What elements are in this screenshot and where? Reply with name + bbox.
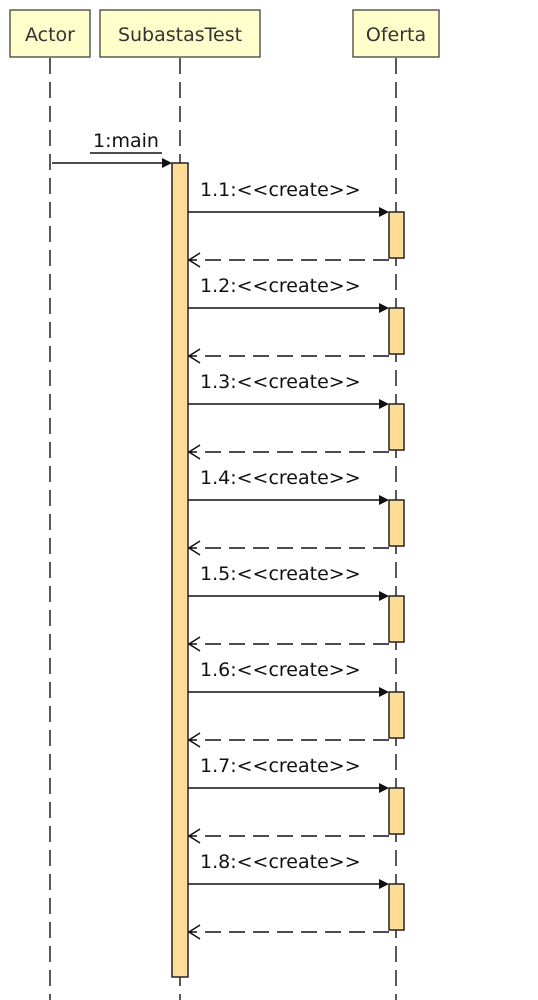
participant-subastastest: SubastasTest: [99, 9, 261, 58]
activation-oferta: [388, 211, 405, 259]
participant-label-subastastest: SubastasTest: [118, 24, 242, 46]
arrowhead-open: [187, 636, 201, 652]
message-label: 1:main: [93, 130, 159, 152]
arrowhead-open: [187, 348, 201, 364]
message-create-2: 1.2:<<create>>: [187, 275, 405, 364]
message-create-6: 1.6:<<create>>: [187, 659, 405, 748]
message-label: 1.8:<<create>>: [200, 851, 361, 873]
message-label: 1.3:<<create>>: [200, 371, 361, 393]
message-label: 1.4:<<create>>: [200, 467, 361, 489]
activation-oferta: [388, 307, 405, 355]
activation-oferta: [388, 595, 405, 643]
arrowhead-filled: [379, 687, 389, 697]
arrowhead-open: [187, 732, 201, 748]
arrowhead-filled: [379, 495, 389, 505]
arrowhead-filled: [379, 399, 389, 409]
activation-oferta: [388, 691, 405, 739]
arrowhead-open: [187, 540, 201, 556]
message-label: 1.6:<<create>>: [200, 659, 361, 681]
message-create-5: 1.5:<<create>>: [187, 563, 405, 652]
participant-label-oferta: Oferta: [366, 24, 426, 46]
message-label: 1.5:<<create>>: [200, 563, 361, 585]
message-create-8: 1.8:<<create>>: [187, 851, 405, 940]
message-create-7: 1.7:<<create>>: [187, 755, 405, 844]
arrowhead-filled: [379, 207, 389, 217]
message-create-4: 1.4:<<create>>: [187, 467, 405, 556]
participant-actor: Actor: [9, 9, 91, 58]
arrowhead-filled: [379, 591, 389, 601]
message-label: 1.1:<<create>>: [200, 179, 361, 201]
arrowhead-open: [187, 924, 201, 940]
message-create-1: 1.1:<<create>>: [187, 179, 405, 268]
message-main: 1:main: [52, 130, 172, 168]
arrowhead-filled: [379, 303, 389, 313]
arrowhead-filled: [379, 783, 389, 793]
arrowhead-filled: [379, 879, 389, 889]
participant-label-actor: Actor: [25, 24, 75, 46]
participant-oferta: Oferta: [352, 9, 440, 58]
message-create-3: 1.3:<<create>>: [187, 371, 405, 460]
arrowhead-open: [187, 252, 201, 268]
message-label: 1.7:<<create>>: [200, 755, 361, 777]
arrowhead-open: [187, 444, 201, 460]
activation-oferta: [388, 499, 405, 547]
activation-oferta: [388, 787, 405, 835]
arrowhead-filled: [162, 158, 172, 168]
activation-subastastest: [171, 162, 189, 978]
activation-oferta: [388, 883, 405, 931]
arrowhead-open: [187, 828, 201, 844]
activation-oferta: [388, 403, 405, 451]
message-label: 1.2:<<create>>: [200, 275, 361, 297]
